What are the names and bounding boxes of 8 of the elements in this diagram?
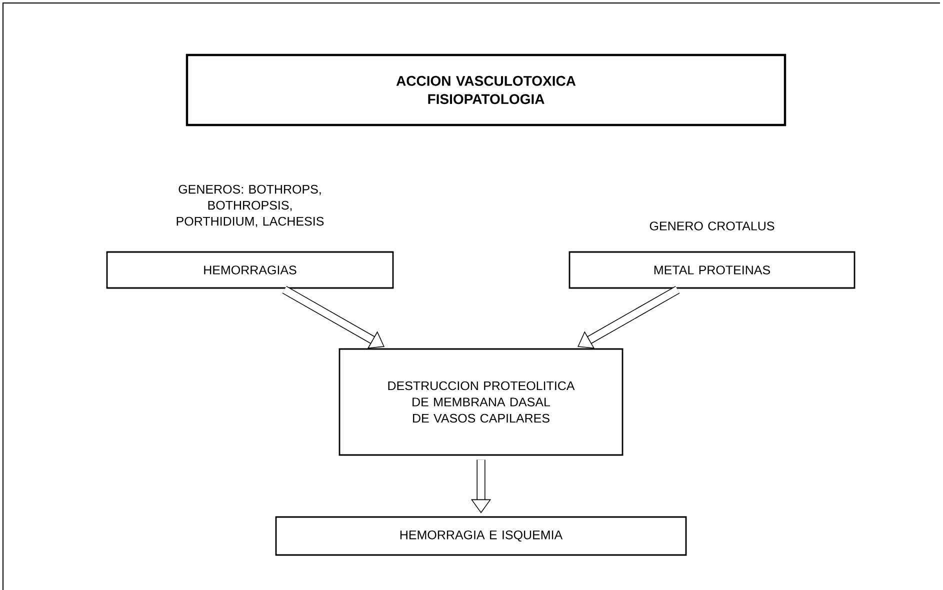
genus-caption: GENEROS: BOTHROPS, BOTHROPSIS, PORTHIDIUM, LACHESIS [176,184,324,228]
process-box: HEMORRAGIAS [106,251,394,289]
process-box: HEMORRAGIA E ISQUEMIA [275,516,687,556]
process-box: DESTRUCCION PROTEOLITICA DE MEMBRANA DASAL DE VASOS CAPILARES [338,348,624,456]
genus-caption: GENERO CROTALUS [650,222,774,230]
process-box: METAL PROTEINAS [568,251,856,289]
block-arrow [578,286,680,349]
title-box: ACCION VASCULOTOXICA FISIOPATOLOGIA [186,54,786,126]
